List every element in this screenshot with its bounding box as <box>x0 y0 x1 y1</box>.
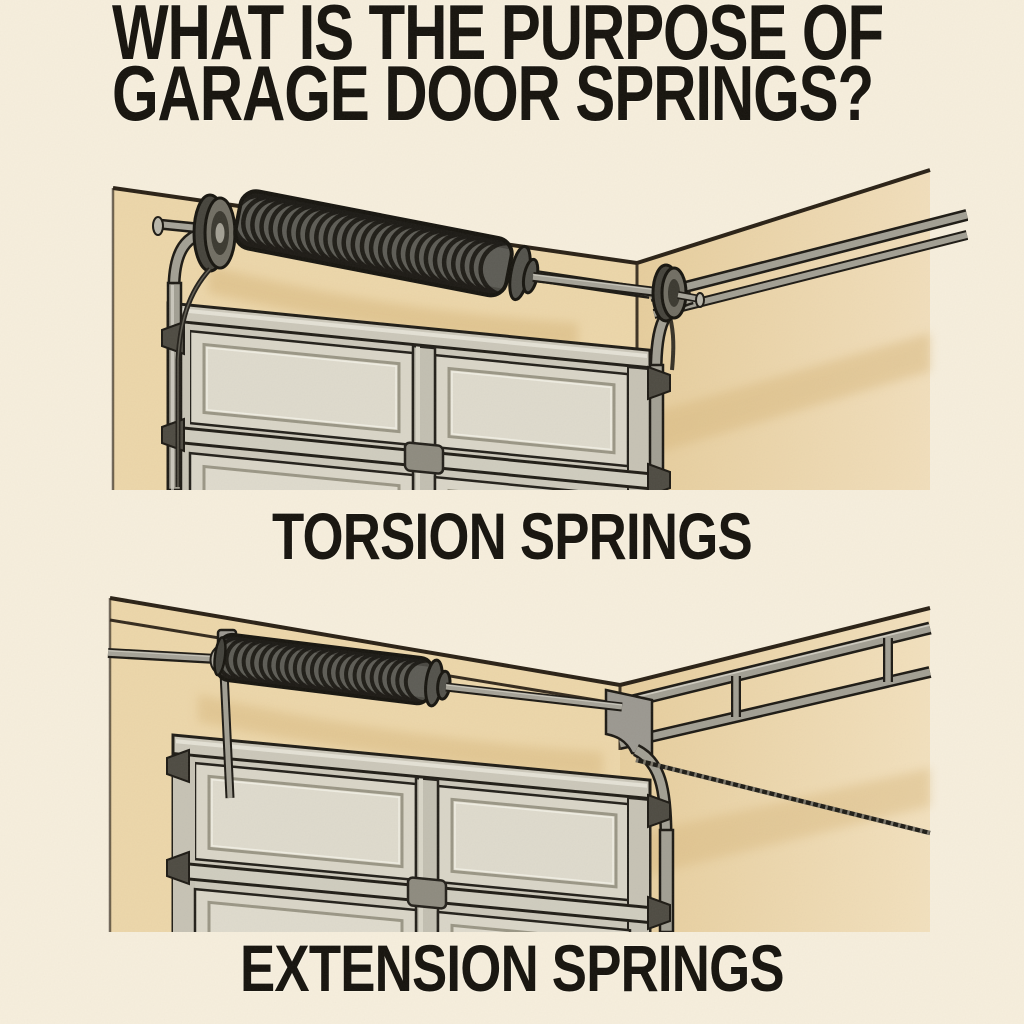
torsion-label: TORSION SPRINGS <box>272 499 753 573</box>
extension-panel <box>88 590 968 1024</box>
cable-drum-left <box>192 193 237 273</box>
center-hinge <box>406 876 448 910</box>
torsion-illustration <box>111 168 969 622</box>
center-hinge <box>403 441 445 475</box>
extension-label: EXTENSION SPRINGS <box>240 931 785 1005</box>
page-title: WHAT IS THE PURPOSE OF GARAGE DOOR SPRIN… <box>112 0 1024 137</box>
extension-caption: EXTENSION SPRINGS <box>0 930 1024 1006</box>
torsion-caption: TORSION SPRINGS <box>0 498 1024 574</box>
extension-illustration <box>107 596 932 1024</box>
torsion-panel <box>88 165 969 622</box>
title-line-2: GARAGE DOOR SPRINGS? <box>112 49 874 137</box>
